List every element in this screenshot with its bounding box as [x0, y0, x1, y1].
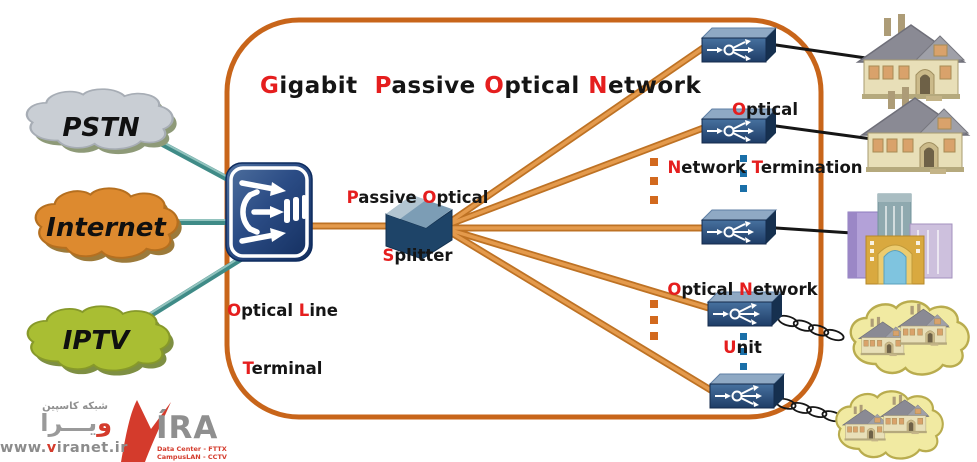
- ellipsis-dots: [650, 155, 747, 370]
- logo-farsi-wordmark: ویـــرا: [40, 409, 112, 437]
- residential-cloud: [849, 300, 970, 376]
- logo-tagline-2: CampusLAN - CCTV: [157, 453, 227, 461]
- ont-label: Optical Network Termination: [667, 99, 863, 178]
- buildings-icon: [847, 193, 953, 285]
- splitter-icon: [385, 195, 453, 260]
- logo-website: www.viranet.ir: [0, 440, 128, 456]
- olt-device-icon: [225, 162, 313, 262]
- vira-logo-swoosh: [121, 400, 171, 462]
- chain-link-lines: [775, 314, 845, 423]
- residential-cloud: [835, 390, 944, 460]
- splitter-label: Passive Optical Splitter: [346, 187, 489, 266]
- fiber-lines: [304, 42, 718, 396]
- diagram-title: Gigabit Passive Optical Network: [260, 73, 702, 100]
- onu-label: Optical Network Unit: [667, 279, 818, 358]
- pstn-label: PSTN: [62, 113, 140, 143]
- drop-lines: [774, 43, 874, 235]
- logo-tagline-1: Data Center - FTTX: [157, 445, 227, 453]
- iptv-label: IPTV: [62, 326, 130, 356]
- onu-device-icon: [701, 209, 777, 245]
- onu-device-icon: [709, 373, 785, 409]
- ont-device-icon: [701, 27, 777, 63]
- internet-label: Internet: [46, 213, 166, 243]
- house-icon: [861, 86, 969, 175]
- olt-label: Optical Line Terminal: [227, 300, 338, 379]
- logo-farsi-subtitle: شبکه کاسپین: [42, 401, 108, 412]
- logo-brand-text: ÍRA: [156, 410, 219, 446]
